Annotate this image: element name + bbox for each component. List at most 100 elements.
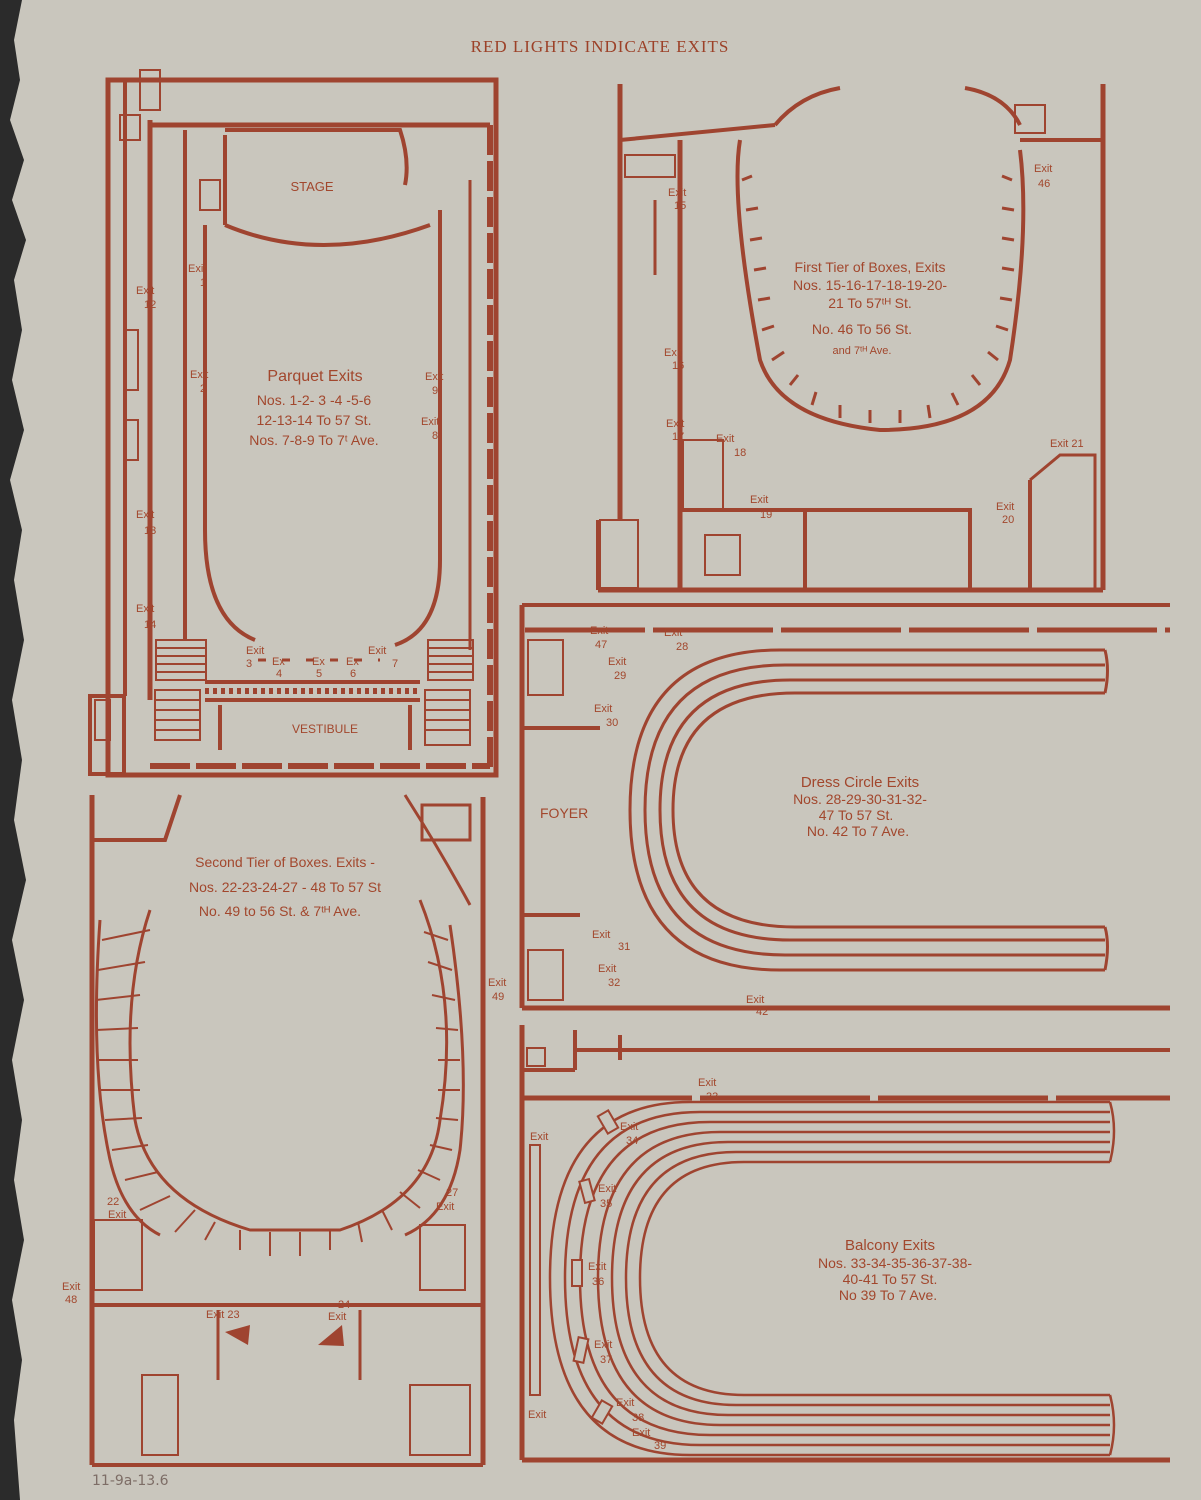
exit-22-word: Exit bbox=[108, 1209, 126, 1221]
dress-circle-plan bbox=[519, 603, 1170, 1011]
exit-48-word: Exit bbox=[62, 1281, 80, 1293]
exit-36-word: Exit bbox=[588, 1261, 606, 1273]
exit-5-num: 5 bbox=[316, 668, 322, 680]
exit-19-num: 19 bbox=[760, 509, 772, 521]
exit-47-num: 47 bbox=[595, 639, 607, 651]
exit-1-word: Exit bbox=[188, 263, 206, 275]
exit-47-word: Exit bbox=[590, 625, 608, 637]
second-tier-line1: Nos. 22-23-24-27 - 48 To 57 St bbox=[189, 879, 381, 895]
exit-15-num: 15 bbox=[674, 200, 686, 212]
torn-edge bbox=[0, 0, 26, 1500]
foyer-label: FOYER bbox=[540, 805, 588, 821]
exit-22-num: 22 bbox=[107, 1196, 119, 1208]
exit-16-word: Exit bbox=[664, 347, 682, 359]
exit-20-num: 20 bbox=[1002, 514, 1014, 526]
dress-circle-title: Dress Circle Exits bbox=[801, 774, 919, 791]
balcony-exit-left-bottom: Exit bbox=[528, 1409, 546, 1421]
exit-29-num: 29 bbox=[614, 670, 626, 682]
exit-9-num: 9 bbox=[432, 385, 438, 397]
exit-30-word: Exit bbox=[594, 703, 612, 715]
exit-33-num: 33 bbox=[706, 1091, 718, 1103]
parquet-plan bbox=[88, 69, 499, 778]
parquet-labels: STAGE VESTIBULE Parquet Exits Nos. 1-2- … bbox=[136, 179, 443, 736]
exit-35-word: Exit bbox=[598, 1183, 616, 1195]
exit-20-word: Exit bbox=[996, 501, 1014, 513]
exit-38-num: 38 bbox=[632, 1412, 644, 1424]
first-tier-labels: First Tier of Boxes, Exits Nos. 15-16-17… bbox=[664, 163, 1084, 526]
exit-23-label: Exit 23 bbox=[206, 1309, 240, 1321]
dress-circle-line1: Nos. 28-29-30-31-32- bbox=[793, 791, 927, 807]
exit-38-word: Exit bbox=[616, 1397, 634, 1409]
second-tier-plan bbox=[89, 794, 486, 1467]
margin-note: 11-9a-13.6 bbox=[92, 1473, 169, 1489]
exit-14-word: Exit bbox=[136, 603, 154, 615]
stage-label: STAGE bbox=[290, 179, 333, 194]
dress-circle-line2: 47 To 57 St. bbox=[819, 807, 893, 823]
first-tier-plan bbox=[596, 84, 1106, 593]
exit-21-label: Exit 21 bbox=[1050, 438, 1084, 450]
exit-37-num: 37 bbox=[600, 1354, 612, 1366]
parquet-title: Parquet Exits bbox=[267, 368, 362, 385]
exit-16-num: 16 bbox=[672, 360, 684, 372]
exit-3-num: 3 bbox=[246, 658, 252, 670]
exit-5-word: Ex bbox=[312, 656, 325, 668]
exit-34-word: Exit bbox=[620, 1121, 638, 1133]
second-tier-line2: No. 49 to 56 St. & 7ᵗᴴ Ave. bbox=[199, 903, 361, 919]
exit-13-word: Exit bbox=[136, 509, 154, 521]
exit-30-num: 30 bbox=[606, 717, 618, 729]
first-tier-line3: No. 46 To 56 St. bbox=[812, 321, 912, 337]
exit-27-num: 27 bbox=[446, 1187, 458, 1199]
exit-12-word: Exit bbox=[136, 285, 154, 297]
exit-3-word: Exit bbox=[246, 645, 264, 657]
exit-29-word: Exit bbox=[608, 656, 626, 668]
exit-7-word: Exit bbox=[368, 645, 386, 657]
exit-7-num: 7 bbox=[392, 658, 398, 670]
exit-34-num: 34 bbox=[626, 1135, 638, 1147]
exit-13-num: 13 bbox=[144, 525, 156, 537]
balcony-exit-left-top: Exit bbox=[530, 1131, 548, 1143]
exit-6-num: 6 bbox=[350, 668, 356, 680]
exit-24-word: Exit bbox=[328, 1311, 346, 1323]
exit-28-word: Exit bbox=[664, 627, 682, 639]
exit-35-num: 35 bbox=[600, 1198, 612, 1210]
exit-4-num: 4 bbox=[276, 668, 282, 680]
exit-32-num: 32 bbox=[608, 977, 620, 989]
second-tier-labels: Second Tier of Boxes. Exits - Nos. 22-23… bbox=[62, 854, 506, 1323]
second-tier-title: Second Tier of Boxes. Exits - bbox=[195, 854, 375, 870]
exit-37-word: Exit bbox=[594, 1339, 612, 1351]
parquet-line1: Nos. 1-2- 3 -4 -5-6 bbox=[257, 392, 372, 408]
dress-circle-line3: No. 42 To 7 Ave. bbox=[807, 823, 909, 839]
exit-2-num: 2 bbox=[200, 383, 206, 395]
exit-39-num: 39 bbox=[654, 1440, 666, 1452]
parquet-line2: 12-13-14 To 57 St. bbox=[257, 412, 372, 428]
balcony-labels: Balcony Exits Nos. 33-34-35-36-37-38- 40… bbox=[528, 1077, 972, 1452]
balcony-plan bbox=[519, 1025, 1170, 1463]
parquet-line3: Nos. 7-8-9 To 7ᵗ Ave. bbox=[249, 432, 378, 448]
exit-2-word: Exit bbox=[190, 369, 208, 381]
exit-27-word: Exit bbox=[436, 1201, 454, 1213]
vestibule-label: VESTIBULE bbox=[292, 722, 358, 736]
exit-18-num: 18 bbox=[734, 447, 746, 459]
exit-46-word: Exit bbox=[1034, 163, 1052, 175]
exit-33-word: Exit bbox=[698, 1077, 716, 1089]
exit-4-word: Ex bbox=[272, 656, 285, 668]
exit-18-word: Exit bbox=[716, 433, 734, 445]
first-tier-line4: and 7ᵗᴴ Ave. bbox=[833, 345, 892, 357]
dress-circle-labels: Dress Circle Exits Nos. 28-29-30-31-32- … bbox=[540, 625, 927, 1018]
balcony-line1: Nos. 33-34-35-36-37-38- bbox=[818, 1255, 972, 1271]
exit-17-num: 17 bbox=[672, 431, 684, 443]
exit-24-num: 24 bbox=[338, 1299, 350, 1311]
exit-8-word: Exit bbox=[421, 416, 439, 428]
exit-12-num: 12 bbox=[144, 299, 156, 311]
exit-1-num: 1 bbox=[200, 277, 206, 289]
header-title: RED LIGHTS INDICATE EXITS bbox=[471, 37, 730, 56]
exit-49-word: Exit bbox=[488, 977, 506, 989]
balcony-line3: No 39 To 7 Ave. bbox=[839, 1287, 937, 1303]
exit-14-num: 14 bbox=[144, 619, 156, 631]
exit-32-word: Exit bbox=[598, 963, 616, 975]
exit-6-word: Ex bbox=[346, 656, 359, 668]
exit-31-word: Exit bbox=[592, 929, 610, 941]
exit-31-num: 31 bbox=[618, 941, 630, 953]
exit-48-num: 48 bbox=[65, 1294, 77, 1306]
